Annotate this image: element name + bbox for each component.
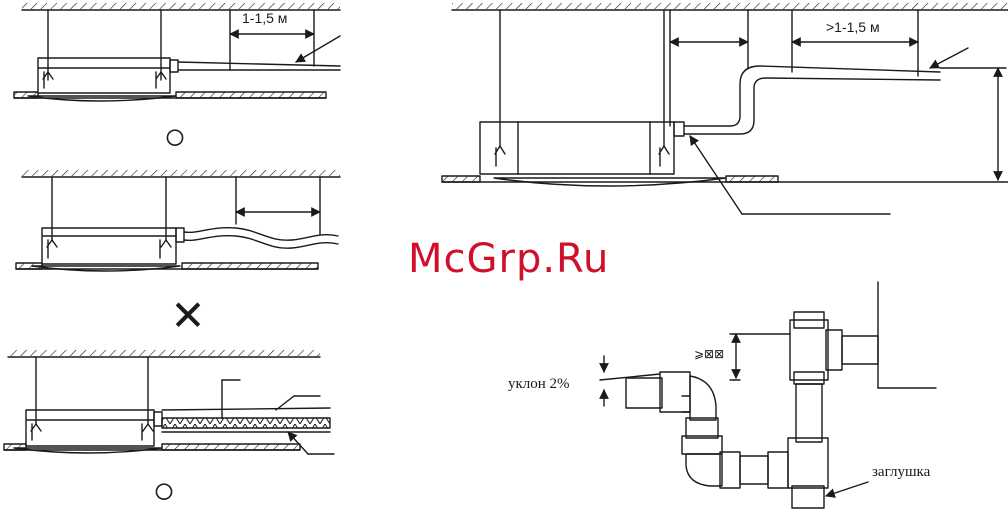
panel-drain-piping: уклон 2% ⩾⊠⊠ заглушка [508, 282, 936, 508]
panel-top-right: >1-1,5 м [442, 3, 1008, 214]
u-trap-fitting [682, 436, 722, 454]
slope-label: уклон 2% [508, 376, 570, 392]
distance-label: >1-1,5 м [826, 19, 880, 35]
indoor-unit [38, 58, 170, 93]
lower-tee-fitting [788, 438, 828, 488]
correct-mark-icon: ○ [153, 470, 176, 512]
ceiling-hatch [22, 3, 340, 9]
wall-outlet-pipe [842, 336, 878, 364]
vertical-stack-pipe [796, 384, 822, 442]
indoor-unit [480, 122, 674, 174]
height-label: ⩾⊠⊠ [694, 347, 724, 361]
wrong-mark-icon: ✕ [170, 292, 205, 339]
drain-pipe [178, 62, 340, 66]
indoor-unit [42, 228, 176, 264]
tee-fitting [790, 320, 828, 380]
insulated-drain-pipe [162, 418, 330, 428]
indoor-unit [26, 410, 154, 446]
cap-label: заглушка [872, 464, 931, 480]
riser-drain-pipe [684, 66, 940, 126]
distance-label: 1-1,5 м [242, 10, 287, 26]
panel-top-left: 1-1,5 м ○ [14, 3, 340, 158]
watermark-text: McGrp.Ru [408, 236, 609, 282]
panel-bottom-left: ○ [4, 350, 334, 512]
inlet-pipe [626, 378, 662, 408]
panel-middle-left: ✕ [16, 170, 340, 339]
correct-mark-icon: ○ [164, 116, 187, 158]
cap-plug [792, 486, 824, 508]
